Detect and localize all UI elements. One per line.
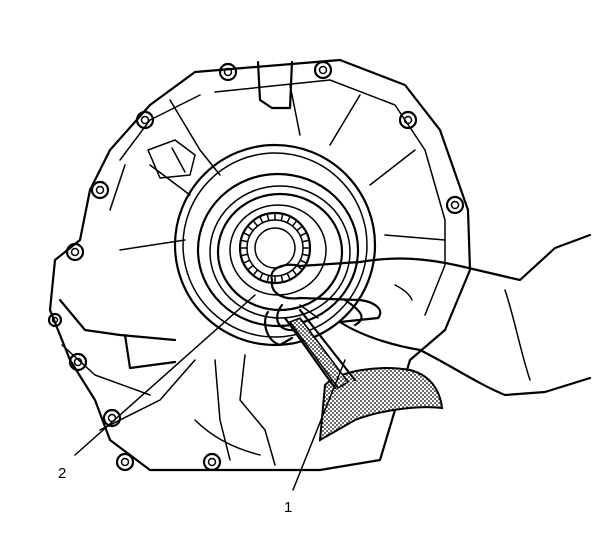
spline-tooth — [301, 239, 310, 243]
spline-tooth — [301, 253, 310, 257]
spline-tooth — [296, 225, 304, 232]
seal-removal-tool — [264, 303, 444, 442]
spline-tooth — [240, 253, 249, 257]
bolt-icon — [398, 110, 418, 130]
spline-tooth — [242, 232, 251, 237]
bolt-icon — [90, 180, 110, 200]
housing-bolts — [47, 60, 465, 472]
spline-tooth — [286, 272, 291, 281]
callout-label-1: 1 — [284, 499, 292, 516]
callout-leaders — [74, 294, 346, 491]
bolt-icon — [445, 195, 465, 215]
spline-tooth — [240, 239, 249, 243]
bolt-icon — [135, 110, 155, 130]
leader-line-2 — [74, 294, 256, 456]
spline-tooth — [266, 274, 270, 283]
bolt-icon — [47, 312, 63, 328]
bolt-icon — [65, 242, 85, 262]
spline-tooth — [246, 225, 254, 232]
splined-output-shaft — [238, 211, 312, 285]
leader-line-1 — [292, 359, 346, 491]
bolt-icon — [68, 352, 88, 372]
bolt-icon — [115, 452, 135, 472]
spline-tooth — [252, 219, 259, 227]
transmission-housing — [48, 58, 472, 472]
spline-tooth — [259, 272, 264, 281]
bolt-icon — [202, 452, 222, 472]
spline-tooth — [291, 269, 298, 277]
bearing-seal-assembly — [173, 143, 377, 347]
callout-label-2: 2 — [58, 465, 66, 482]
bolt-icon — [313, 60, 333, 80]
spline-tooth — [286, 215, 291, 224]
spline-tooth — [299, 259, 308, 264]
spline-tooth — [266, 213, 270, 222]
spline-tooth — [280, 213, 284, 222]
spline-tooth — [299, 232, 308, 237]
spline-tooth — [259, 215, 264, 224]
technician-hand — [270, 233, 592, 397]
spline-tooth — [242, 259, 251, 264]
spline-tooth — [280, 274, 284, 283]
spline-tooth — [246, 264, 254, 271]
spline-tooth — [291, 219, 298, 227]
spline-tooth — [252, 269, 259, 277]
bolt-icon — [218, 62, 238, 82]
